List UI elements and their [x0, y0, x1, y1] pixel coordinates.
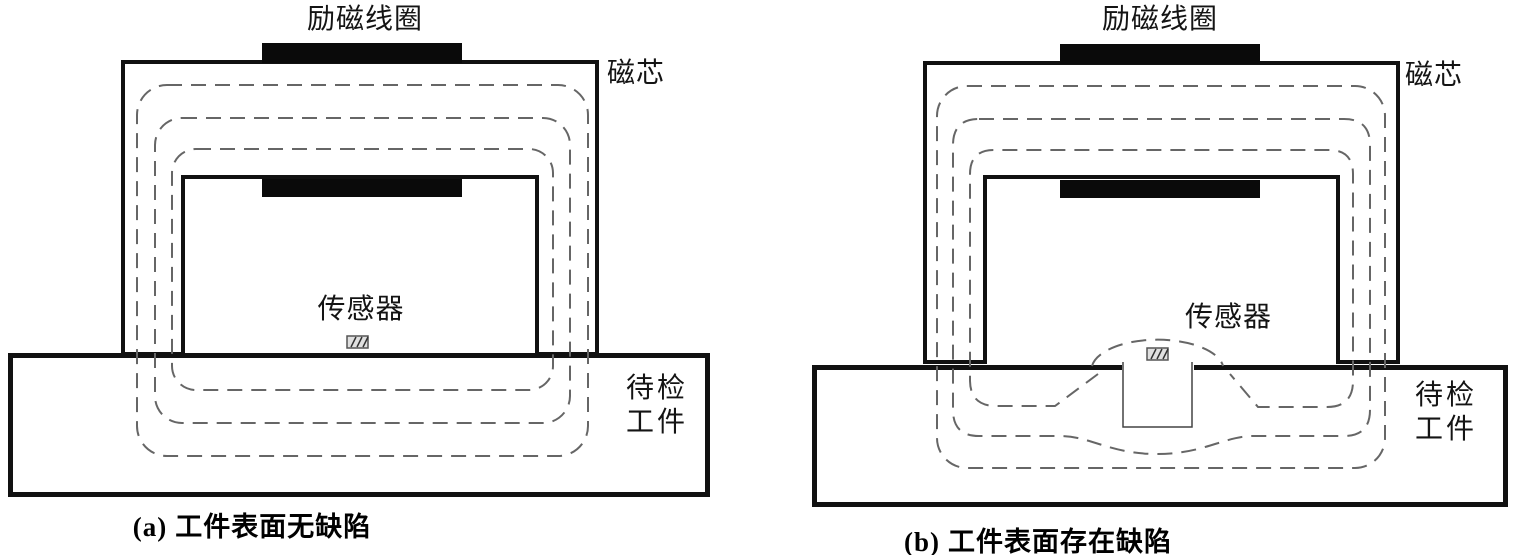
caption-a-index: (a)	[132, 512, 168, 542]
sensor-hatch-b	[1150, 348, 1169, 360]
magnetic-core-a	[121, 60, 599, 356]
flux-loop-inner-a	[171, 148, 554, 391]
sensor-label-b: 传感器	[1185, 302, 1273, 333]
core-label-b: 磁芯	[1405, 60, 1464, 91]
excitation-coil-top-b	[1060, 44, 1260, 64]
sensor-b	[1146, 347, 1169, 361]
defect-notch-b	[1122, 358, 1194, 428]
sensor-hatch-a	[350, 336, 369, 348]
flux-loop-outer-b	[936, 85, 1386, 469]
flux-loop-outer-a	[136, 84, 589, 457]
workpiece-label-a: 待检 工件	[626, 372, 688, 440]
flux-lines-a	[136, 84, 589, 457]
sensor-label-a: 传感器	[317, 294, 405, 325]
excitation-coil-bottom-a	[262, 179, 462, 197]
flux-loop-inner-b	[969, 149, 1354, 408]
panel-b-linework	[812, 44, 1508, 507]
magnetic-core-b	[923, 61, 1400, 364]
caption-a-text: 工件表面无缺陷	[175, 512, 372, 542]
caption-b: (b) 工件表面存在缺陷	[904, 520, 1172, 555]
coil-label-a: 励磁线圈	[306, 4, 424, 35]
flux-leakage-arc-b	[1091, 338, 1224, 367]
panel-a-linework	[8, 43, 710, 497]
workpiece-label-b-line2: 工件	[1414, 414, 1478, 445]
workpiece-label-a-line1: 待检	[625, 373, 689, 404]
flux-loop-middle-a	[154, 117, 571, 424]
core-label-a: 磁芯	[607, 58, 666, 89]
workpiece-a	[8, 353, 710, 497]
workpiece-label-a-line2: 工件	[625, 407, 689, 438]
caption-b-text: 工件表面存在缺陷	[948, 527, 1172, 555]
caption-b-index: (b)	[904, 527, 940, 555]
caption-a: (a)工件表面无缺陷	[133, 505, 371, 544]
workpiece-label-b-line1: 待检	[1414, 380, 1478, 411]
sensor-a	[346, 335, 369, 349]
workpiece-label-b: 待检 工件	[1415, 379, 1477, 447]
coil-label-b: 励磁线圈	[1101, 4, 1219, 35]
flux-loop-middle-b	[952, 118, 1371, 456]
flux-lines-b	[936, 85, 1386, 469]
excitation-coil-bottom-b	[1060, 180, 1260, 198]
excitation-coil-top-a	[262, 43, 462, 63]
